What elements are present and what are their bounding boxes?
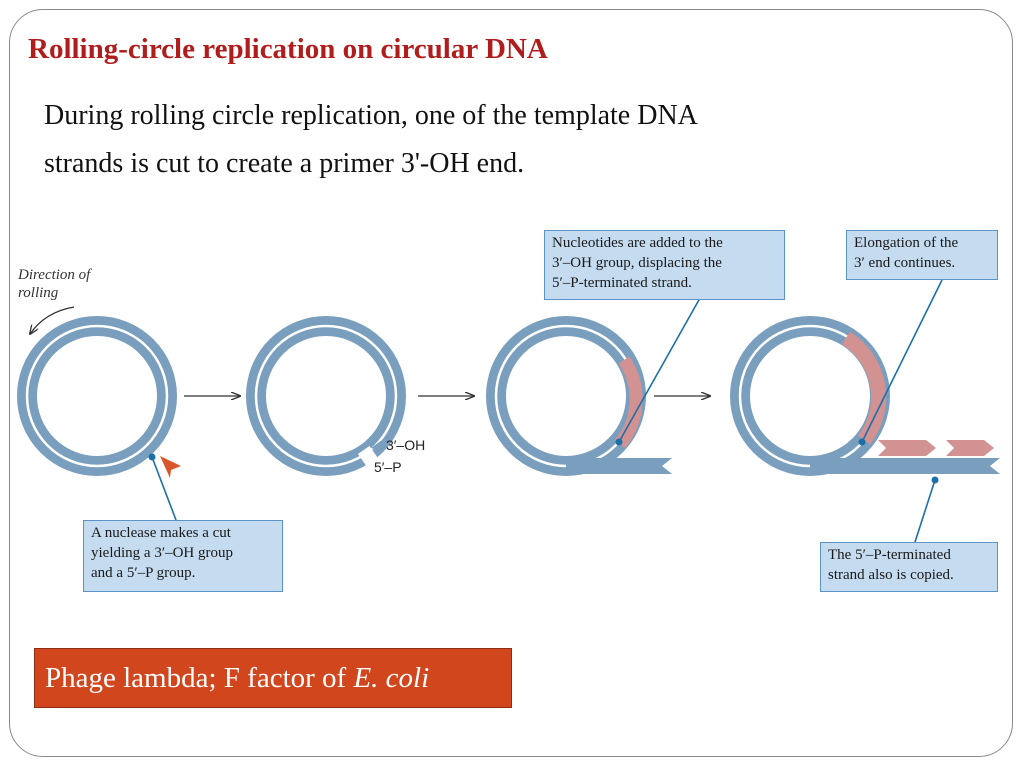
stage-4-circle bbox=[730, 279, 1000, 543]
stage-1-circle bbox=[17, 306, 181, 521]
elongation-pointer bbox=[861, 279, 943, 443]
copied-strand-callout: The 5′–P-terminated strand also is copie… bbox=[820, 542, 998, 592]
nucleotides-callout: Nucleotides are added to the 3′–OH group… bbox=[544, 230, 785, 300]
examples-banner: Phage lambda; F factor of E. coli bbox=[34, 648, 512, 708]
callout-line: Elongation of the bbox=[854, 235, 959, 251]
nuclease-pointer bbox=[151, 456, 177, 521]
callout-line: yielding a 3′–OH group bbox=[91, 545, 234, 561]
five-prime-p-label: 5′–P bbox=[374, 459, 402, 475]
copied-pointer bbox=[914, 479, 936, 543]
slide-title: Rolling-circle replication on circular D… bbox=[28, 33, 548, 65]
callout-line: A nuclease makes a cut bbox=[91, 525, 231, 541]
callout-line: 5′–P-terminated strand. bbox=[552, 275, 692, 291]
cut-marker-icon bbox=[160, 456, 181, 478]
displaced-strand-tail bbox=[566, 458, 672, 474]
nick-gap bbox=[357, 445, 383, 473]
nucleotides-pointer bbox=[618, 297, 701, 443]
rolling-direction-arrow bbox=[30, 306, 75, 334]
nuclease-callout: A nuclease makes a cut yielding a 3′–OH … bbox=[83, 520, 283, 592]
stage-2-circle bbox=[246, 316, 406, 476]
body-line: During rolling circle replication, one o… bbox=[44, 100, 698, 131]
rolling-label-line: rolling bbox=[18, 285, 59, 301]
callout-line: 3′ end continues. bbox=[854, 255, 956, 271]
slide-frame bbox=[9, 9, 1013, 757]
copied-fragment-2 bbox=[946, 440, 994, 456]
callout-line: strand also is copied. bbox=[828, 567, 954, 583]
displaced-strand-tail bbox=[810, 458, 1000, 474]
banner-species: E. coli bbox=[353, 661, 430, 694]
callout-line: and a 5′–P group. bbox=[91, 565, 196, 581]
rolling-direction-label: Direction of rolling bbox=[18, 266, 90, 302]
slide-body-text: During rolling circle replication, one o… bbox=[44, 92, 944, 188]
banner-text: Phage lambda; F factor of bbox=[45, 661, 354, 694]
three-prime-oh-label: 3′–OH bbox=[386, 437, 426, 453]
elongation-callout: Elongation of the 3′ end continues. bbox=[846, 230, 998, 280]
three-prime-oh-end bbox=[371, 440, 383, 452]
new-strand-segment bbox=[614, 356, 643, 449]
stage-3-circle bbox=[486, 297, 701, 476]
callout-line: The 5′–P-terminated bbox=[828, 547, 951, 563]
callout-line: Nucleotides are added to the bbox=[552, 235, 723, 251]
rolling-label-line: Direction of bbox=[18, 267, 91, 283]
new-strand-arc bbox=[841, 331, 887, 445]
callout-line: 3′–OH group, displacing the bbox=[552, 255, 722, 271]
body-line: strands is cut to create a primer 3'-OH … bbox=[44, 148, 525, 179]
copied-fragment-1 bbox=[878, 440, 936, 456]
